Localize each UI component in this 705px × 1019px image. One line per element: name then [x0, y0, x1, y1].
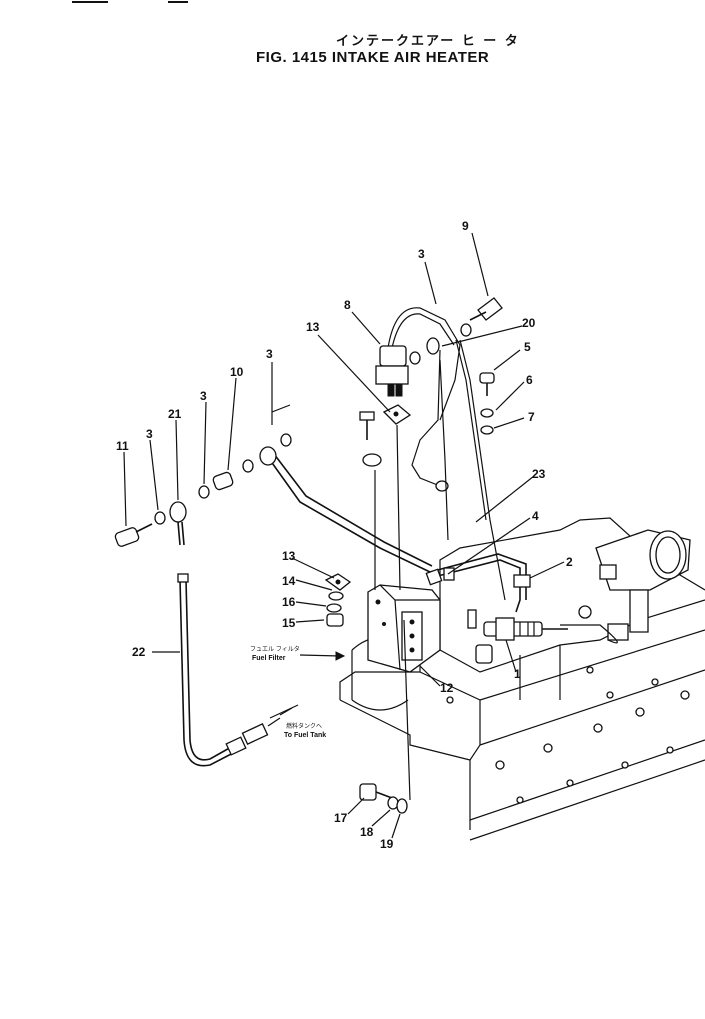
- leader-lines: [123, 232, 565, 839]
- bottom-bolt-assembly: [359, 619, 411, 814]
- callout-4: 4: [532, 509, 539, 523]
- callout-19: 19: [380, 837, 394, 851]
- callout-3: 3: [266, 347, 273, 361]
- banjo-fitting-assembly: [114, 471, 234, 547]
- callout-11: 11: [116, 439, 129, 453]
- callout-2: 2: [566, 555, 573, 569]
- page-title-japanese: インテークエアー ヒ ー タ: [336, 34, 520, 49]
- fuel-tank-note-jp: 燃料タンクへ: [286, 722, 322, 730]
- fuel-filter-note-jp: フュエル フィルタ: [250, 645, 300, 653]
- page-title: FIG. 1415 INTAKE AIR HEATER: [256, 49, 490, 66]
- intake-air-heater: [483, 529, 691, 644]
- callout-3: 3: [146, 427, 153, 441]
- callout-15: 15: [282, 616, 296, 630]
- return-pipe: [242, 404, 433, 573]
- mounting-parts: [324, 573, 352, 627]
- callout-12: 12: [440, 681, 454, 695]
- callout-22: 22: [132, 645, 146, 659]
- fuel-hose: [177, 573, 293, 767]
- callout-10: 10: [230, 365, 244, 379]
- callout-3: 3: [200, 389, 207, 403]
- callout-16: 16: [282, 595, 296, 609]
- callout-21: 21: [168, 407, 182, 421]
- callout-1: 1: [514, 667, 521, 681]
- fuel-tank-note: To Fuel Tank: [284, 732, 326, 739]
- annotations: フュエル フィルタ Fuel Filter 燃料タンクへ To Fuel Tan…: [250, 645, 326, 739]
- callout-17: 17: [334, 811, 348, 825]
- callout-13: 13: [306, 320, 320, 334]
- fuel-tube: [425, 553, 531, 664]
- callout-20: 20: [522, 316, 536, 330]
- callout-labels: 9 3 8 20 13 5 3 6 10 7 21 3 11 3 23 4 13…: [116, 219, 573, 851]
- callout-14: 14: [282, 574, 296, 588]
- callout-5: 5: [524, 340, 531, 354]
- callout-6: 6: [526, 373, 533, 387]
- wiring-harness: [359, 297, 506, 601]
- callout-23: 23: [532, 467, 546, 481]
- callout-13: 13: [282, 549, 296, 563]
- callout-7: 7: [528, 410, 535, 424]
- fuel-filter-note: Fuel Filter: [252, 655, 286, 662]
- callout-9: 9: [462, 219, 469, 233]
- callout-3: 3: [418, 247, 425, 261]
- callout-8: 8: [344, 298, 351, 312]
- callout-18: 18: [360, 825, 374, 839]
